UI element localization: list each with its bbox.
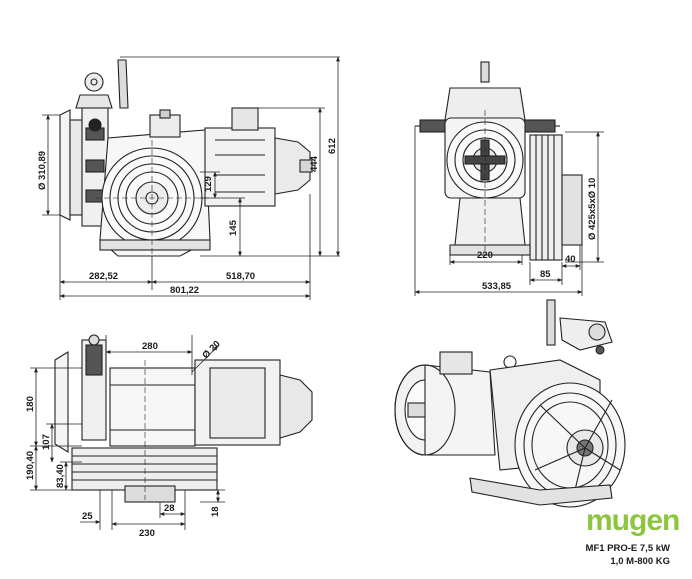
dim-side-129: 129 [203,176,214,192]
dim-top-18: 18 [210,506,221,517]
dim-top-280: 280 [142,341,158,352]
dim-front-533: 533,85 [482,281,512,292]
dim-side-612: 612 [327,138,338,154]
dim-top-28: 28 [164,503,175,514]
dim-side-801: 801,22 [170,285,199,296]
dim-top-107: 107 [41,434,52,450]
capacity-caption: 1,0 M-800 KG [610,556,670,567]
front-dimensions [414,126,604,296]
dim-top-diameter: Ø 20 [200,339,222,361]
dim-top-230: 230 [139,528,155,539]
dim-top-180: 180 [25,396,36,412]
top-dimensions [30,335,225,530]
model-caption: MF1 PRO-E 7,5 kW [585,543,670,554]
dim-front-40: 40 [565,254,576,265]
front-dim-labels: Ø 425x5xØ 10 220 85 40 533,85 [477,178,598,292]
side-dimensions [42,56,340,300]
front-view [415,61,583,261]
side-dim-labels: Ø 310,89 129 145 444 612 282,52 518,70 8… [37,138,338,296]
dim-side-518: 518,70 [226,271,255,282]
dim-side-diameter: Ø 310,89 [37,151,48,190]
dim-top-25: 25 [82,511,93,522]
isometric-view [394,299,626,508]
dim-side-145: 145 [228,219,239,236]
dim-front-diameter: Ø 425x5xØ 10 [587,178,598,240]
side-view [59,59,313,257]
dim-side-444: 444 [309,155,320,172]
dim-top-190: 190,40 [25,451,36,480]
top-view [54,334,313,503]
brand-logo: mugen [586,504,680,537]
dim-front-220: 220 [477,250,493,261]
dim-top-83: 83,40 [55,464,66,488]
dim-front-85: 85 [540,269,551,280]
dim-side-282: 282,52 [89,271,118,282]
